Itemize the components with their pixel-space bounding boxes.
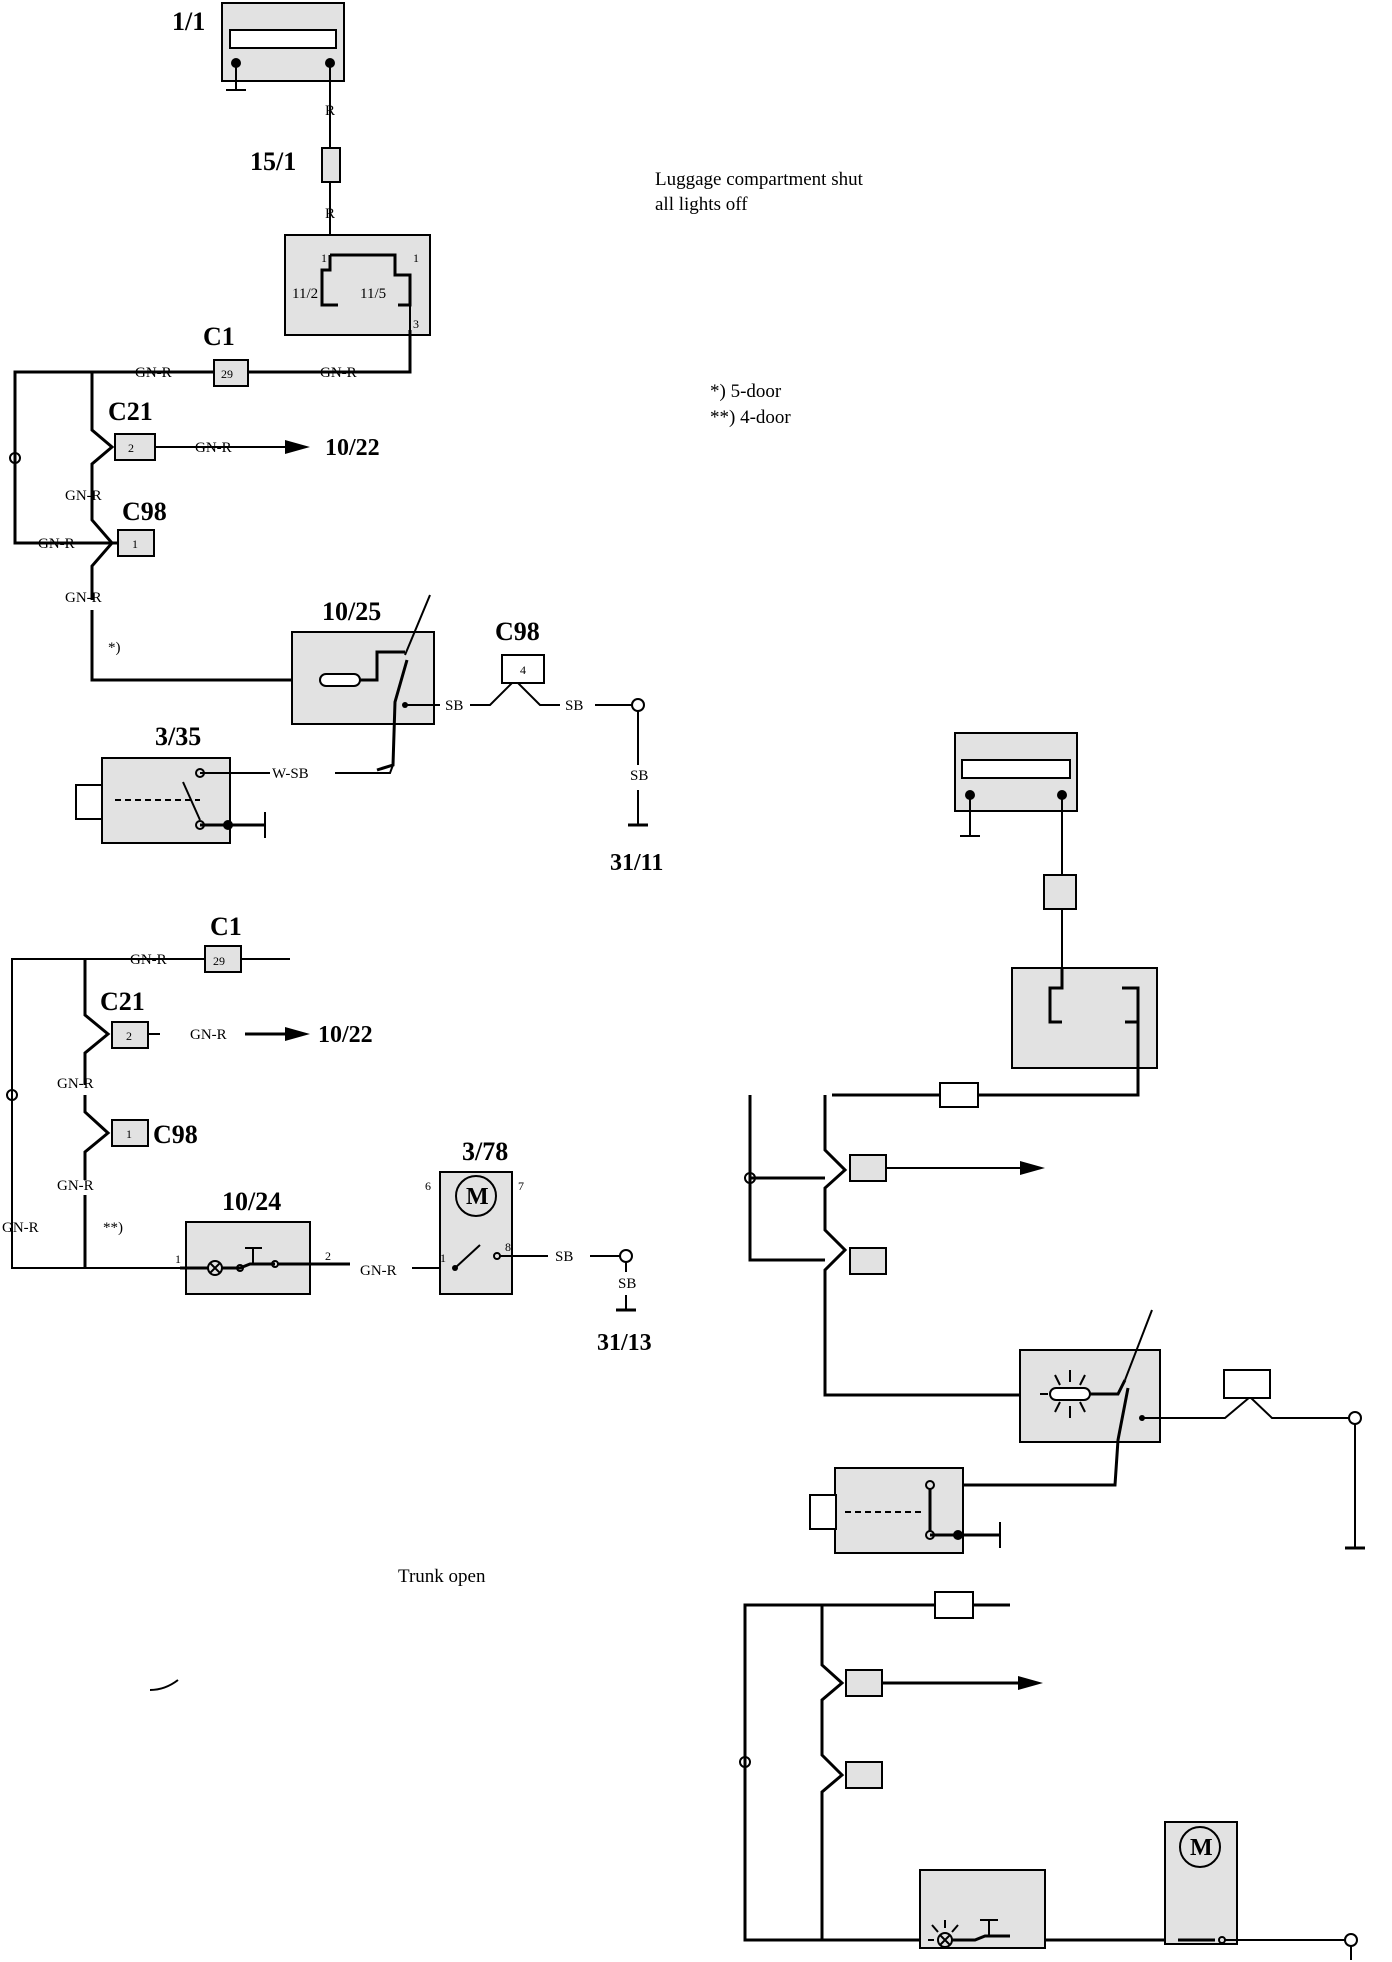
wire-color-label: SB bbox=[555, 1249, 573, 1265]
connector-c21 bbox=[114, 433, 156, 461]
lamp-10-25 bbox=[291, 594, 435, 772]
arrow-target-label: 10/22 bbox=[318, 1022, 373, 1048]
lamp-label: 10/24 bbox=[222, 1187, 281, 1216]
lamp-lit-open bbox=[919, 1869, 1046, 1949]
connector-c98 bbox=[117, 529, 155, 557]
wire-color-label: SB bbox=[445, 698, 463, 714]
connector-pin: 2 bbox=[128, 441, 134, 455]
relay-pin-label: 11/2 bbox=[292, 286, 318, 302]
connector-pin: 4 bbox=[520, 663, 526, 677]
connector-label: C1 bbox=[210, 912, 242, 941]
wire-color-label: GN-R bbox=[2, 1220, 39, 1236]
fuse-symbol bbox=[321, 147, 341, 183]
wire-color-label: GN-R bbox=[195, 440, 232, 456]
motor-symbol: M bbox=[466, 1184, 489, 1210]
ground-point bbox=[1344, 1933, 1358, 1947]
wire-color-label: R bbox=[325, 103, 335, 119]
connector-label: C98 bbox=[153, 1120, 198, 1149]
wire-color-label: GN-R bbox=[57, 1076, 94, 1092]
pin-label: 2 bbox=[325, 1249, 331, 1263]
arrow-target-label: 10/22 bbox=[325, 435, 380, 461]
switch-label: 3/35 bbox=[155, 722, 201, 751]
wire-color-label: SB bbox=[630, 768, 648, 784]
pin-label: 8 bbox=[505, 1240, 511, 1254]
footnote: **) 4-door bbox=[710, 407, 791, 428]
connector-shut bbox=[1223, 1369, 1271, 1399]
connector-shut bbox=[849, 1154, 887, 1182]
battery-symbol bbox=[221, 2, 345, 91]
motor-3-78 bbox=[439, 1171, 513, 1295]
ground-point bbox=[631, 698, 645, 712]
connector-label: C1 bbox=[203, 322, 235, 351]
connector-pin: 29 bbox=[221, 367, 233, 381]
connector-open bbox=[934, 1591, 974, 1619]
ground-label: 31/11 bbox=[610, 850, 663, 876]
battery-symbol-shut bbox=[954, 732, 1078, 837]
splice-symbol bbox=[739, 1756, 751, 1768]
motor-label: 3/78 bbox=[462, 1137, 508, 1166]
connector-shut bbox=[849, 1247, 887, 1275]
switch-shut bbox=[809, 1467, 1001, 1554]
pin-label: 1 bbox=[440, 1251, 446, 1265]
wire-color-label: GN-R bbox=[190, 1027, 227, 1043]
switch-3-35 bbox=[75, 757, 266, 844]
lamp-label: 10/25 bbox=[322, 597, 381, 626]
ground-label: 31/13 bbox=[597, 1330, 652, 1356]
state-note: Trunk open bbox=[398, 1566, 486, 1587]
ground-point bbox=[619, 1249, 633, 1263]
footnote: *) 5-door bbox=[710, 381, 782, 402]
connector-pin: 29 bbox=[213, 954, 225, 968]
wire-color-label: R bbox=[325, 206, 335, 222]
wire-color-label: GN-R bbox=[57, 1178, 94, 1194]
connector-pin: 1 bbox=[126, 1127, 132, 1141]
connector-shut bbox=[939, 1082, 979, 1108]
motor-open bbox=[1164, 1821, 1238, 1945]
wire-color-label: GN-R bbox=[38, 536, 75, 552]
lamp-lit-shut bbox=[960, 1309, 1161, 1487]
connector-label: C98 bbox=[122, 497, 167, 526]
connector-c98-pin4 bbox=[501, 654, 545, 684]
connector-open bbox=[845, 1669, 883, 1697]
fuse-label: 15/1 bbox=[250, 147, 296, 176]
stray-mark bbox=[149, 1679, 179, 1691]
footnote-mark: **) bbox=[103, 1220, 123, 1236]
pin-label: 6 bbox=[425, 1179, 431, 1193]
relay-block-shut bbox=[832, 967, 1158, 1097]
wire-color-label: GN-R bbox=[320, 365, 357, 381]
wire-color-label: GN-R bbox=[65, 488, 102, 504]
pin-label: 1 bbox=[321, 251, 327, 265]
state-note: all lights off bbox=[655, 194, 748, 215]
motor-symbol: M bbox=[1190, 1835, 1213, 1861]
connector-open bbox=[845, 1761, 883, 1789]
connector-pin: 1 bbox=[132, 537, 138, 551]
wire-color-label: GN-R bbox=[360, 1263, 397, 1279]
pin-label: 1 bbox=[413, 251, 419, 265]
pin-label: 3 bbox=[413, 317, 419, 331]
connector-c98 bbox=[111, 1119, 149, 1147]
relay-block bbox=[284, 234, 431, 336]
connector-c1 bbox=[213, 359, 249, 387]
splice-symbol bbox=[6, 1089, 18, 1101]
connector-label: C21 bbox=[100, 987, 145, 1016]
ground-point bbox=[1348, 1411, 1362, 1425]
pin-label: 7 bbox=[518, 1179, 524, 1193]
connector-label: C98 bbox=[495, 617, 540, 646]
fuse-symbol-shut bbox=[1043, 874, 1077, 910]
connector-pin: 2 bbox=[126, 1029, 132, 1043]
relay-pin-label: 11/5 bbox=[360, 286, 386, 302]
wire-color-label: W-SB bbox=[272, 766, 309, 782]
wire-color-label: GN-R bbox=[65, 590, 102, 606]
battery-label: 1/1 bbox=[172, 7, 205, 36]
footnote-mark: *) bbox=[108, 640, 121, 656]
wire-color-label: GN-R bbox=[135, 365, 172, 381]
pin-label: 1 bbox=[175, 1252, 181, 1266]
connector-label: C21 bbox=[108, 397, 153, 426]
wire-color-label: SB bbox=[565, 698, 583, 714]
state-note: Luggage compartment shut bbox=[655, 169, 864, 190]
lamp-10-24 bbox=[185, 1221, 311, 1295]
wire-color-label: SB bbox=[618, 1276, 636, 1292]
splice-symbol bbox=[9, 452, 21, 464]
wire-color-label: GN-R bbox=[130, 952, 167, 968]
